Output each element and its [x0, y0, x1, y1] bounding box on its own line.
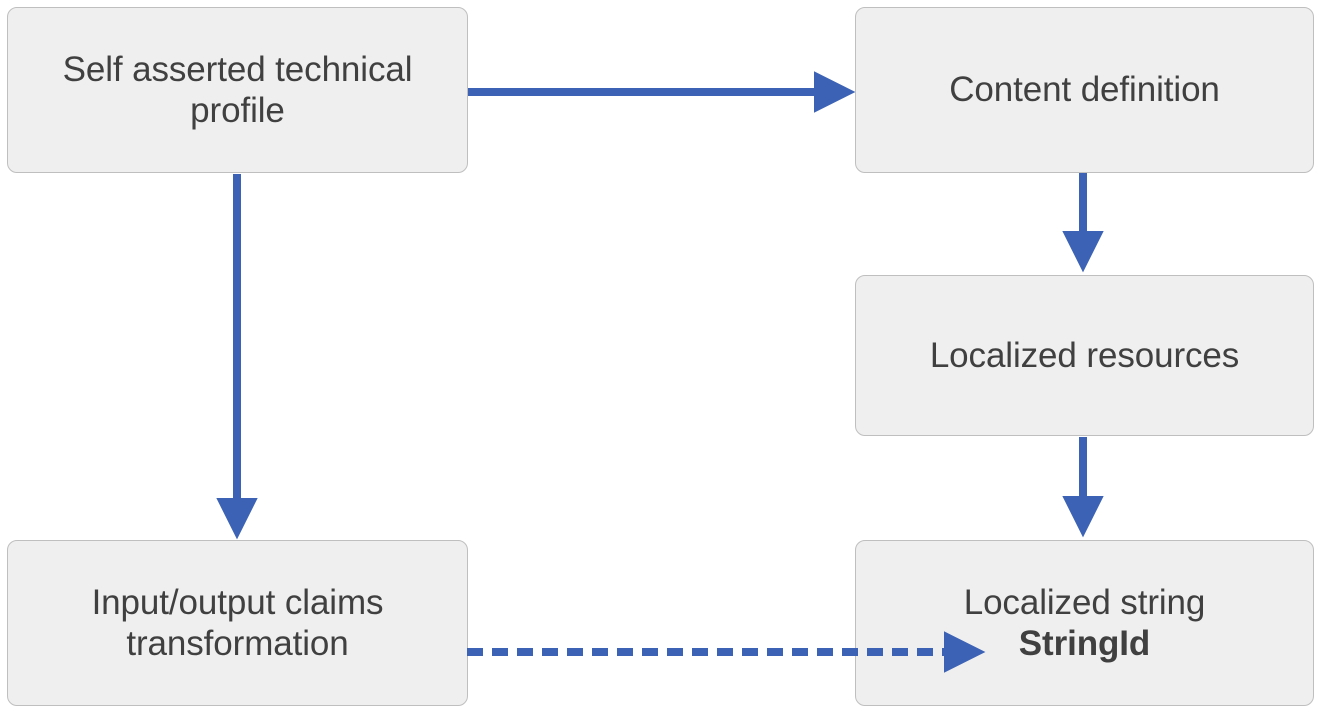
node-label-line: Input/output claims	[91, 582, 384, 622]
node-label-line: Localized resources	[929, 335, 1240, 375]
node-label-line: profile	[190, 91, 285, 130]
node-label-line: transformation	[126, 624, 349, 663]
node-label-line: Content definition	[949, 70, 1220, 110]
node-label-string-id: StringId	[1018, 624, 1151, 663]
node-content-definition[interactable]: Content definition	[855, 7, 1314, 173]
node-label-line: Localized string	[963, 582, 1206, 622]
node-input-output-claims-transformation[interactable]: Input/output claims transformation	[7, 540, 468, 706]
node-label-line: Self asserted technical	[62, 49, 413, 89]
node-self-asserted-technical-profile[interactable]: Self asserted technical profile	[7, 7, 468, 173]
node-localized-resources[interactable]: Localized resources	[855, 275, 1314, 436]
node-localized-string[interactable]: Localized string StringId	[855, 540, 1314, 706]
